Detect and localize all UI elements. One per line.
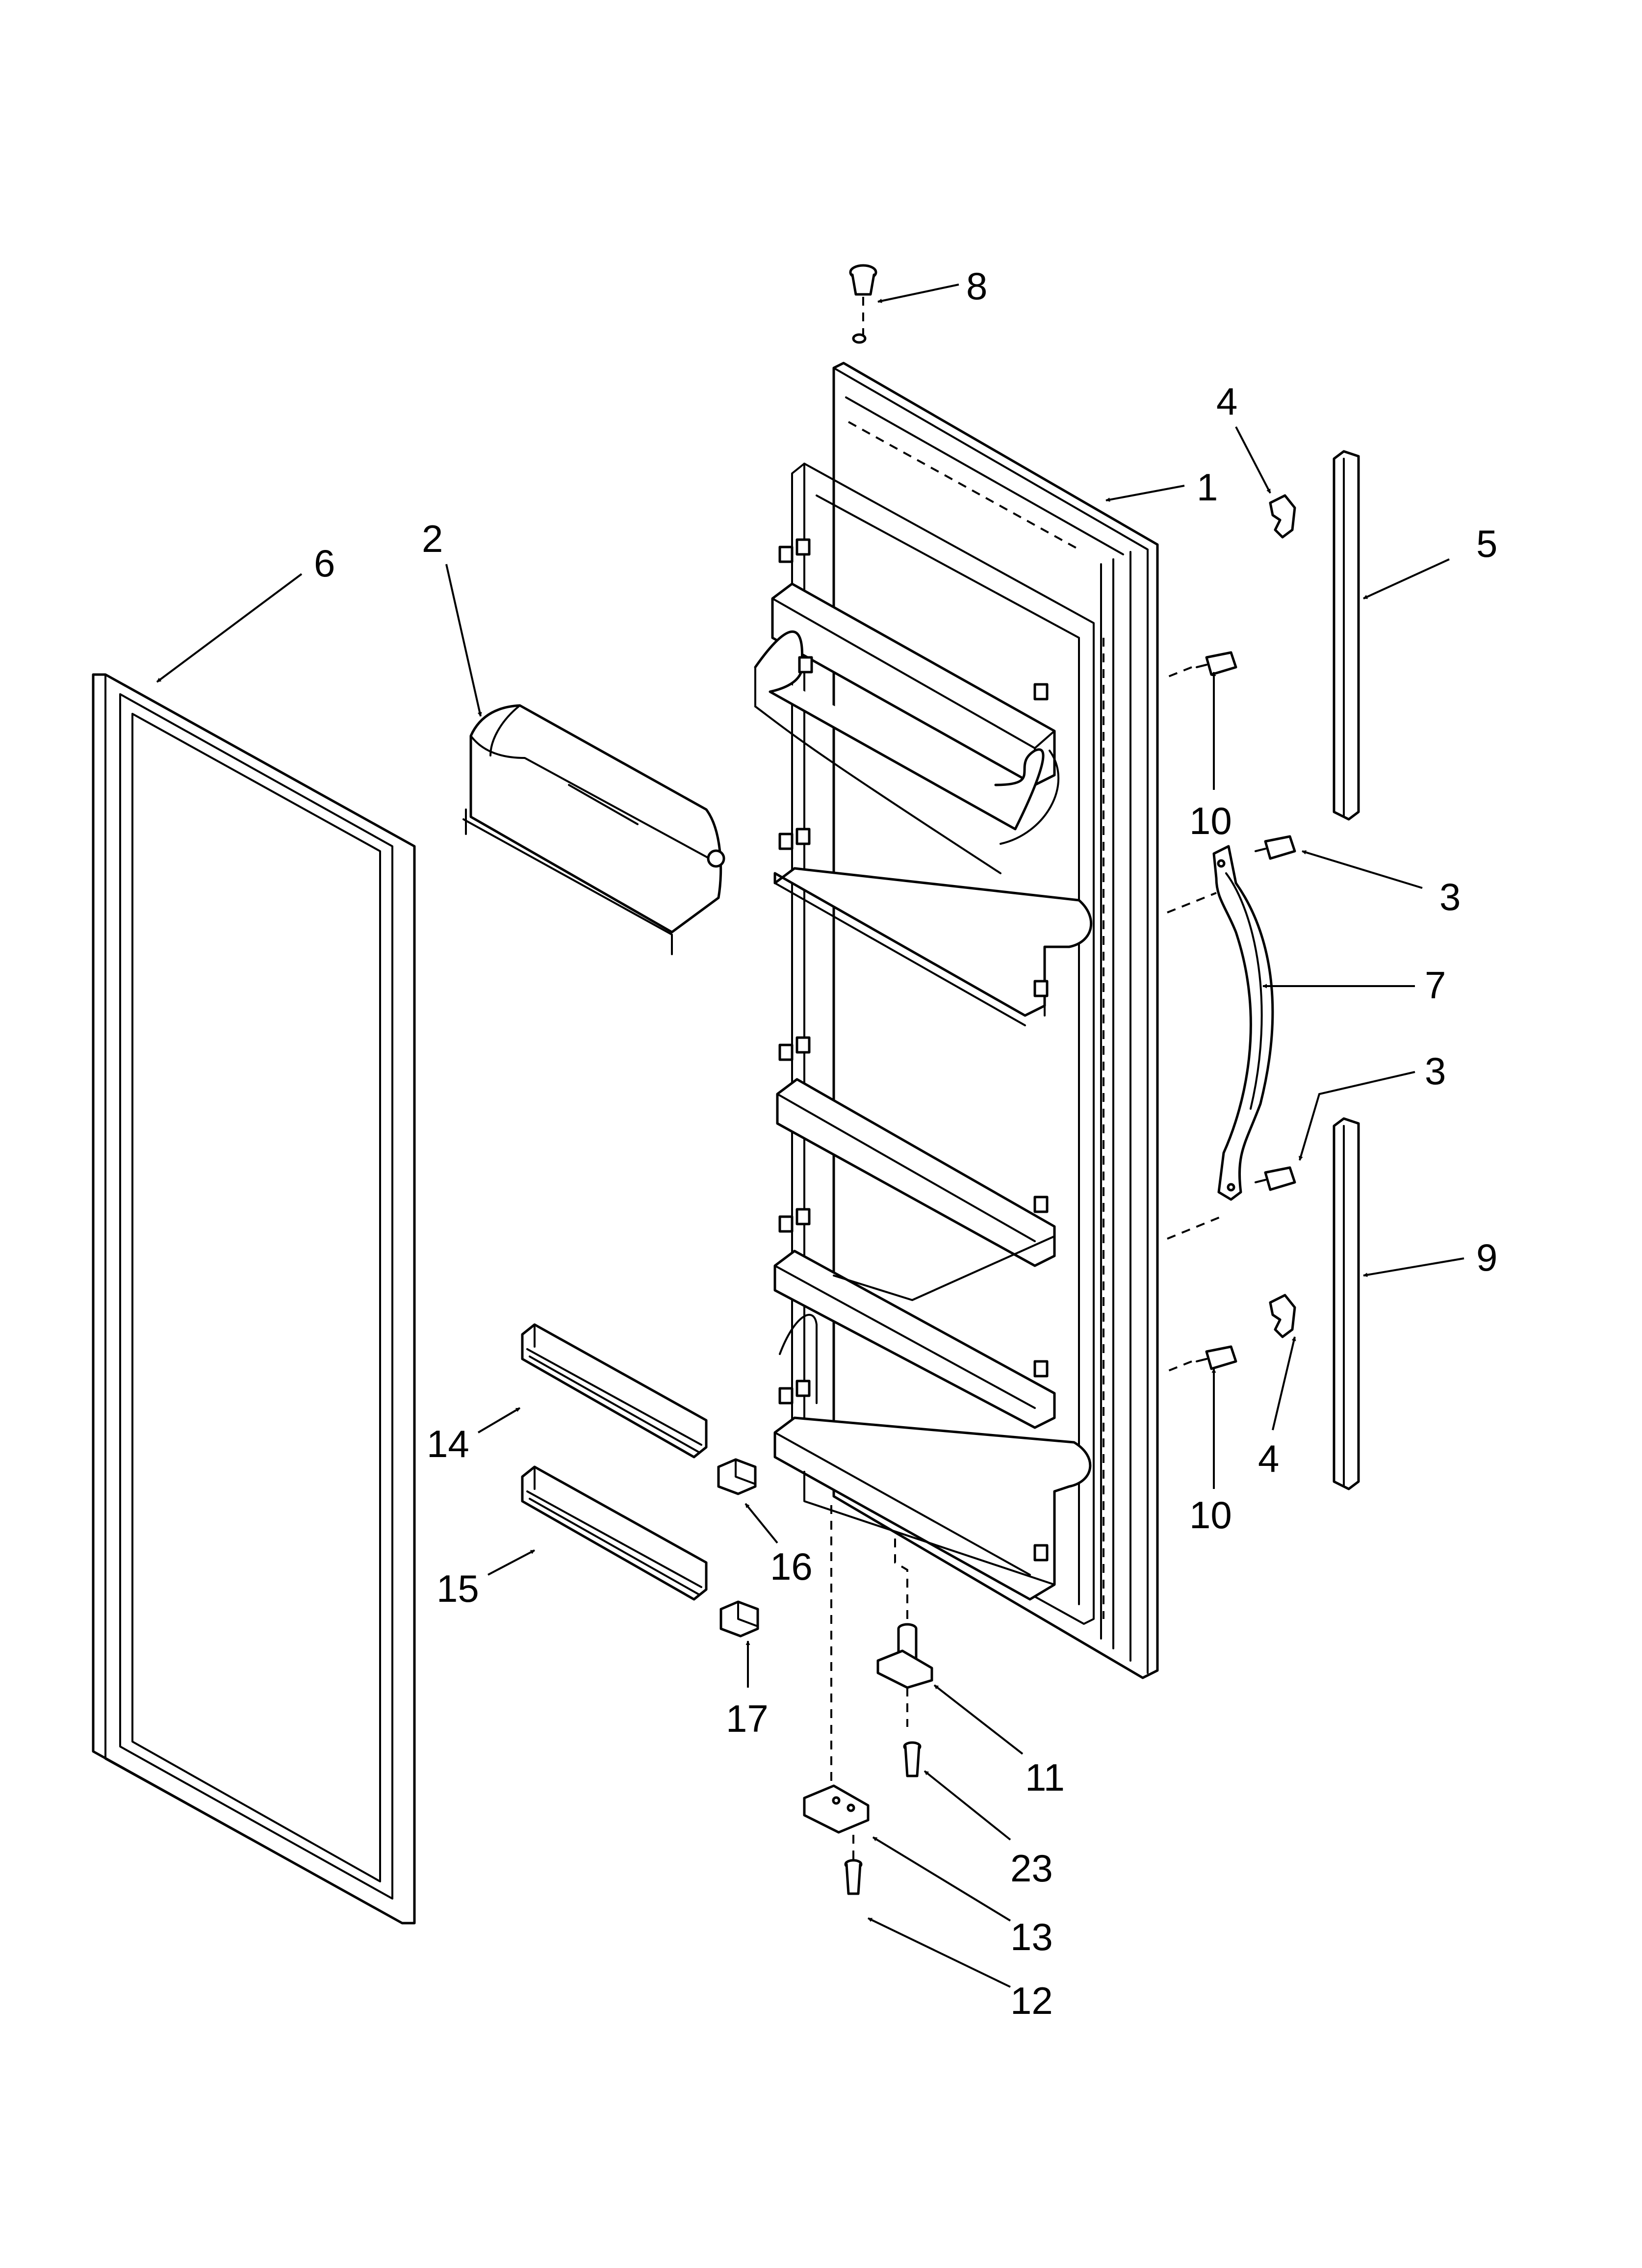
handle-alignment-dash-upper: [1167, 892, 1217, 913]
callout-2: 2: [422, 517, 443, 560]
end-cap-part-16: [717, 1458, 757, 1495]
door-plug-part-8: [849, 264, 877, 344]
callout-1: 1: [1197, 466, 1218, 509]
screw-part-3-lower: [1255, 1166, 1296, 1191]
hinge-part-11: [876, 1531, 933, 1727]
callout-7: 7: [1425, 964, 1446, 1007]
shelf-retainer-part-15: [521, 1465, 708, 1601]
door-assembly-part-1: [754, 362, 1159, 1679]
callout-8: 8: [966, 264, 987, 308]
callout-4-top: 4: [1216, 380, 1237, 423]
callout-labels: 8 1 4 5 2 6 10 3 7 3 9 4 10 14 15 16 17 …: [314, 264, 1497, 2022]
callout-10-lower: 10: [1189, 1493, 1232, 1537]
shelf-retainer-part-14: [521, 1323, 708, 1459]
door-handle-part-7: [1212, 845, 1274, 1201]
callout-12: 12: [1010, 1979, 1053, 2022]
callout-17: 17: [726, 1697, 769, 1740]
screw-part-12: [844, 1835, 863, 1895]
callout-3-upper: 3: [1439, 875, 1461, 918]
screw-part-10-upper: [1167, 651, 1237, 678]
dairy-bin-cover-part-2: [462, 704, 725, 955]
handle-alignment-dash-lower: [1167, 1216, 1222, 1240]
callout-3-lower: 3: [1425, 1049, 1446, 1093]
leader-lines: [156, 284, 1464, 1988]
callout-4-lower: 4: [1258, 1437, 1279, 1480]
screw-part-3-upper: [1255, 835, 1296, 860]
callout-11: 11: [1025, 1756, 1065, 1799]
door-trim-upper-part-5: [1333, 450, 1360, 821]
callout-14: 14: [427, 1422, 469, 1465]
clip-part-4-lower: [1269, 1294, 1296, 1338]
hinge-bracket-part-13: [803, 1501, 870, 1834]
callout-6: 6: [314, 542, 335, 585]
callout-16: 16: [770, 1545, 813, 1588]
callout-23: 23: [1010, 1847, 1053, 1890]
clip-part-4-top: [1269, 494, 1296, 539]
screw-part-23: [903, 1741, 922, 1777]
callout-9: 9: [1476, 1236, 1497, 1279]
callout-15: 15: [436, 1567, 479, 1610]
door-trim-lower-part-9: [1333, 1117, 1360, 1490]
callout-5: 5: [1476, 522, 1497, 565]
door-gasket-part-6: [92, 673, 416, 1925]
callout-10-upper: 10: [1189, 799, 1232, 842]
end-cap-part-17: [719, 1600, 759, 1638]
screw-part-10-lower: [1167, 1345, 1237, 1372]
callout-13: 13: [1010, 1915, 1053, 1958]
